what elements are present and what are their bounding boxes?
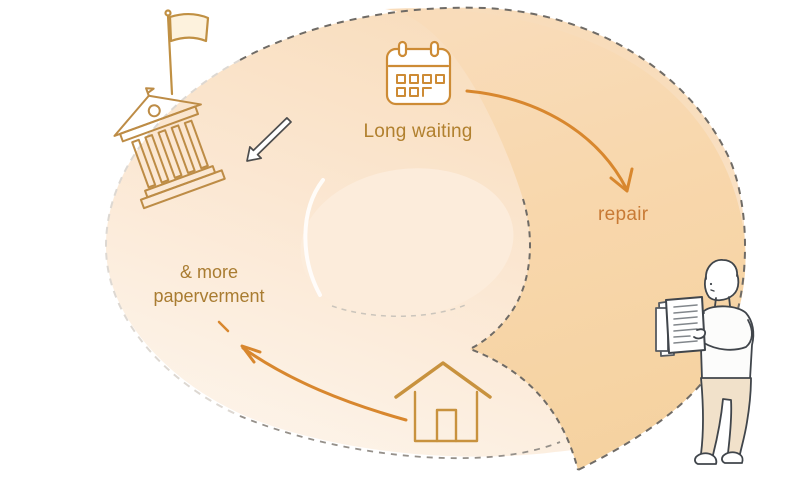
person-holding-documents bbox=[655, 259, 755, 465]
label-repair: repair bbox=[598, 204, 649, 225]
curved-arrow-house-to-paperwork bbox=[217, 320, 408, 422]
crescent-arrow-shape bbox=[385, 8, 746, 470]
calendar-icon bbox=[385, 40, 452, 106]
label-more-paperwork: & more paperverment bbox=[124, 260, 294, 308]
label-long-waiting: Long waiting bbox=[363, 121, 473, 142]
label-more-paperwork-line2: paperverment bbox=[153, 286, 265, 306]
house-icon bbox=[394, 361, 492, 443]
curved-arrow-calendar-to-repair bbox=[465, 89, 634, 193]
flag-icon bbox=[164, 9, 210, 96]
donut-shape bbox=[104, 6, 746, 471]
inner-hole bbox=[300, 168, 514, 318]
label-more-paperwork-line1: & more bbox=[179, 262, 239, 282]
bank-building-icon bbox=[113, 87, 226, 210]
cursor-arrow-icon bbox=[246, 117, 292, 162]
documents-icon bbox=[655, 296, 707, 357]
